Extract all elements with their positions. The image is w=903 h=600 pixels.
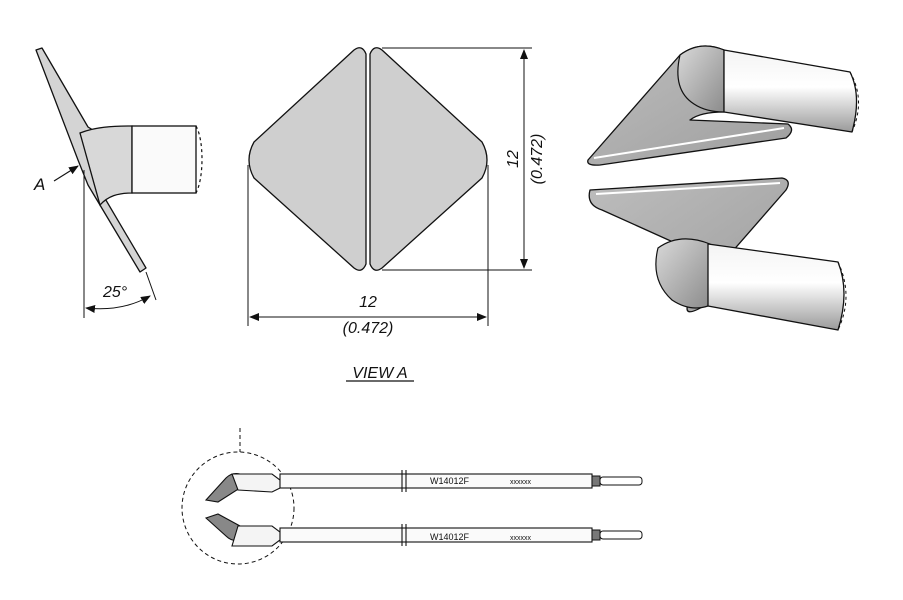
side-extension-line-2 — [145, 271, 157, 301]
side-view: 25° A — [33, 47, 203, 318]
iso-lower-shaft — [707, 243, 845, 331]
tip-lower: W14012F xxxxxx — [204, 513, 643, 547]
iso-lower-neck — [655, 238, 711, 309]
iso-upper-neck — [677, 45, 725, 113]
tip-lower-band — [591, 529, 601, 541]
tip-assembly: W14012F xxxxxx W14012F xxxxxx — [181, 428, 643, 565]
iso-lower-edge — [595, 182, 781, 195]
tip-upper: W14012F xxxxxx — [204, 470, 643, 503]
angle-label: 25° — [102, 284, 128, 301]
width-in: (0.472) — [343, 320, 394, 337]
detail-circle — [181, 451, 295, 565]
tip-upper-pin — [599, 476, 643, 486]
view-a-caption: VIEW A — [352, 365, 407, 382]
view-a-pointer — [53, 165, 79, 182]
tip-lower-neck — [231, 525, 281, 547]
tip-upper-band — [591, 475, 601, 487]
iso-upper-shaft-break — [849, 71, 860, 133]
tip-lower-part-number: W14012F — [430, 532, 470, 542]
iso-lower-shaft-break — [837, 261, 847, 331]
iso-upper-edge — [593, 127, 785, 159]
height-mm: 12 — [505, 150, 522, 168]
side-shaft — [131, 125, 197, 194]
iso-view — [587, 45, 860, 331]
tip-upper-code: xxxxxx — [510, 479, 532, 486]
angle-arc — [85, 295, 151, 313]
tip-lower-pin — [599, 530, 643, 540]
side-shaft-break — [195, 125, 203, 194]
view-a-right-blade — [369, 47, 488, 271]
tip-upper-part-number: W14012F — [430, 476, 470, 486]
width-mm: 12 — [359, 294, 377, 311]
tip-lower-code: xxxxxx — [510, 535, 532, 542]
view-a-marker: A — [33, 175, 45, 194]
tip-upper-neck — [231, 473, 281, 493]
iso-upper-shaft — [723, 49, 858, 133]
height-in: (0.472) — [529, 134, 546, 185]
view-a-left-blade — [248, 47, 367, 271]
view-a: 12 (0.472) 12 (0.472) VIEW A — [247, 47, 546, 382]
